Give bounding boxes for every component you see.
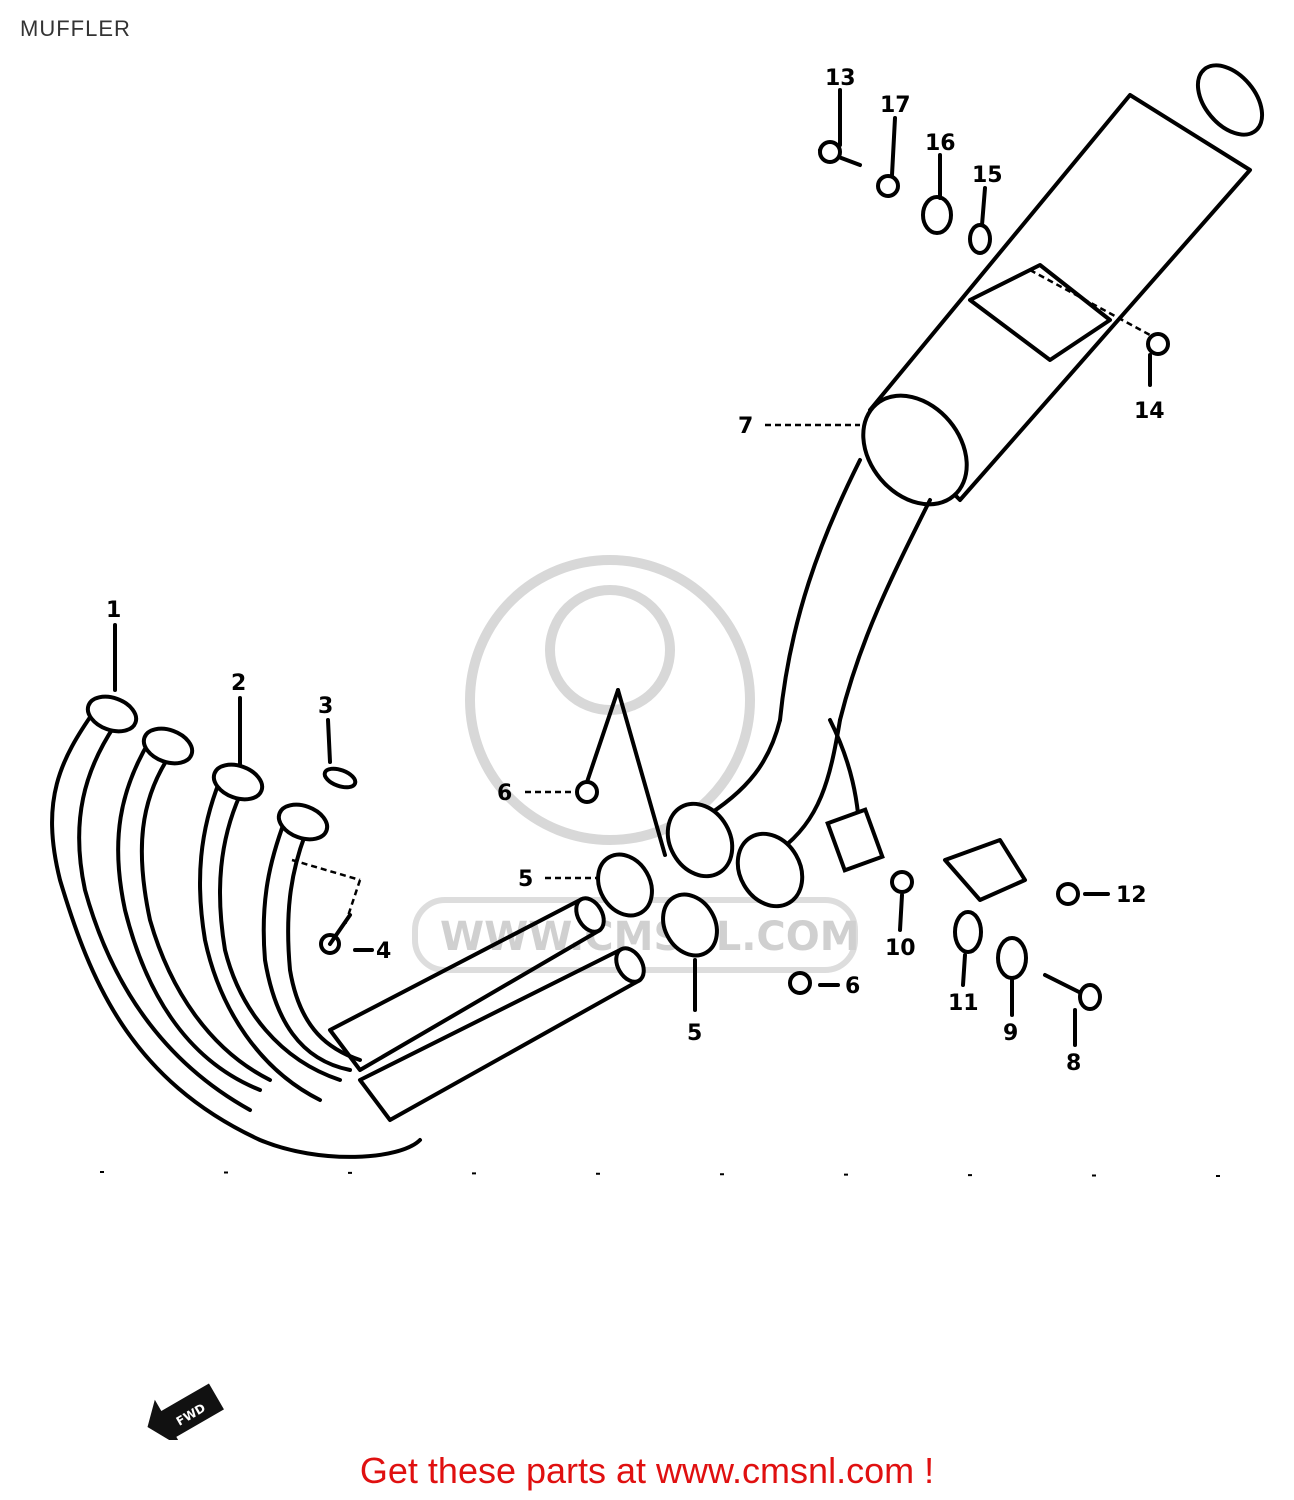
bolt-8 [1078, 983, 1102, 1011]
callout-4: 4 [376, 939, 391, 964]
callout-8: 8 [1066, 1051, 1081, 1076]
cushion-16 [921, 195, 953, 235]
callout-7: 7 [738, 414, 753, 439]
nut-12 [1056, 882, 1080, 906]
clamp-left [665, 801, 735, 879]
callout-12: 12 [1116, 883, 1147, 908]
callout-labels: 1 2 3 4 5 5 6 6 7 8 9 10 11 12 13 14 15 … [106, 66, 1165, 1076]
hardware-parts [319, 140, 1170, 1011]
connector-5b [661, 892, 719, 958]
callout-11: 11 [948, 991, 979, 1016]
callout-17: 17 [880, 93, 911, 118]
footer-link[interactable]: Get these parts at www.cmsnl.com ! [359, 1450, 935, 1491]
exhaust-header-pipes [50, 694, 646, 1159]
clamp-right [735, 831, 805, 909]
page-title: MUFFLER [20, 16, 131, 41]
connector-5a [596, 852, 654, 918]
bolt-6b [788, 971, 812, 995]
gasket-3 [322, 766, 358, 790]
cushion-9 [996, 936, 1028, 980]
muffler-body [698, 63, 1265, 852]
callout-2: 2 [231, 671, 246, 696]
bolt-6a [575, 780, 599, 804]
nut-10 [890, 870, 914, 894]
callout-1: 1 [106, 598, 121, 623]
spacer-11 [953, 910, 983, 954]
fwd-arrow-icon: FWD [147, 1383, 224, 1440]
callout-16: 16 [925, 131, 956, 156]
exhaust-diagram: WWW.CMSNL.COM [50, 63, 1265, 1440]
leader-lines [113, 88, 1152, 1047]
collar-15 [968, 223, 992, 255]
callout-15: 15 [972, 163, 1003, 188]
bracket [943, 838, 1027, 902]
header-flange-1 [85, 694, 139, 734]
callout-3: 3 [318, 694, 333, 719]
callout-10: 10 [885, 936, 916, 961]
callout-6b: 6 [845, 974, 860, 999]
baseline-dots [99, 1171, 1231, 1177]
watermark-text: WWW.CMSNL.COM [440, 914, 860, 960]
callout-9: 9 [1003, 1021, 1018, 1046]
callout-5b: 5 [687, 1021, 702, 1046]
bolt-13 [818, 140, 842, 164]
callout-14: 14 [1134, 399, 1165, 424]
washer-17 [876, 174, 900, 198]
callout-6a: 6 [497, 781, 512, 806]
callout-5a: 5 [518, 867, 533, 892]
nut-14 [1146, 332, 1170, 356]
callout-13: 13 [825, 66, 856, 91]
